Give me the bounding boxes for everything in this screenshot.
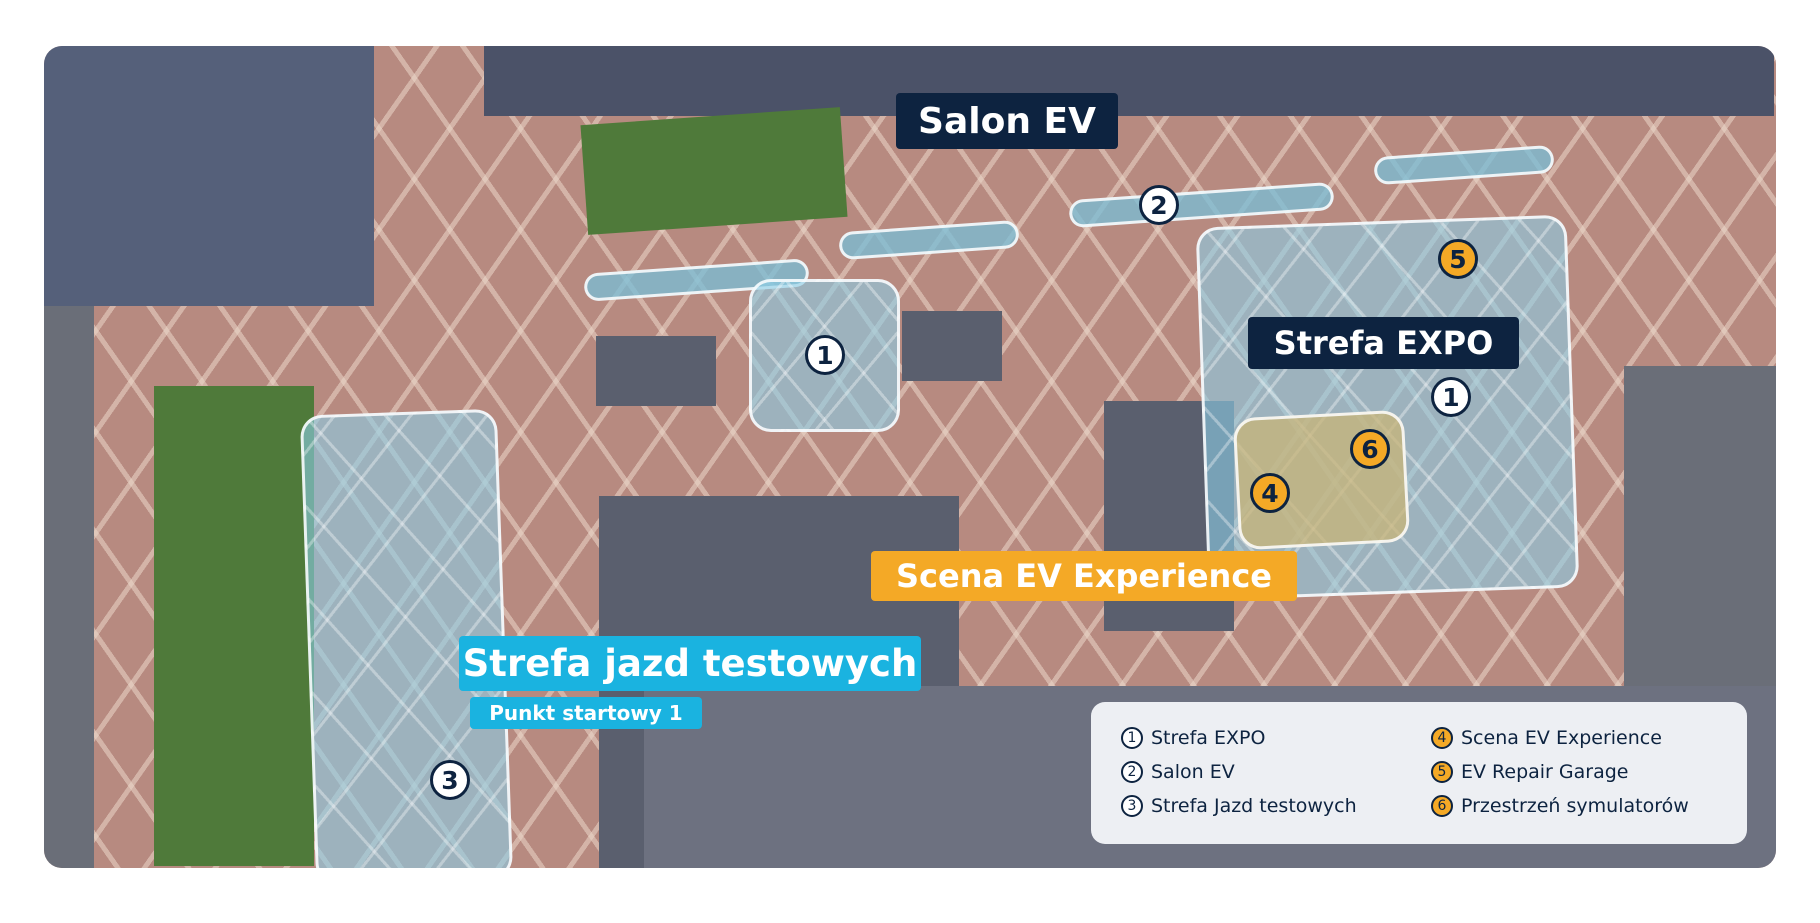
road	[44, 306, 94, 868]
building	[902, 311, 1002, 381]
salon-zone	[1373, 144, 1555, 186]
marker-1[interactable]: 1	[1431, 377, 1471, 417]
number-icon: 3	[1121, 795, 1143, 817]
legend-item: 2 Salon EV	[1121, 760, 1431, 784]
legend-item: 6 Przestrzeń symulatorów	[1431, 794, 1717, 818]
zone-expo-small[interactable]	[749, 279, 900, 432]
marker-4[interactable]: 4	[1250, 473, 1290, 513]
number-icon: 4	[1431, 727, 1453, 749]
building	[1624, 366, 1776, 706]
salon-zone	[838, 219, 1020, 261]
legend-item: 4 Scena EV Experience	[1431, 726, 1717, 750]
green-area	[154, 386, 314, 866]
label-salon-ev: Salon EV	[896, 93, 1118, 149]
garden	[580, 107, 848, 235]
legend-label: Scena EV Experience	[1461, 727, 1662, 749]
label-scena: Scena EV Experience	[871, 551, 1297, 601]
salon-zone	[1068, 181, 1335, 229]
building	[484, 46, 1774, 116]
legend-item: 1 Strefa EXPO	[1121, 726, 1431, 750]
legend-label: EV Repair Garage	[1461, 761, 1629, 783]
label-punkt-startowy: Punkt startowy 1	[470, 697, 702, 729]
number-icon: 6	[1431, 795, 1453, 817]
building	[44, 46, 374, 306]
number-icon: 5	[1431, 761, 1453, 783]
legend-item: 5 EV Repair Garage	[1431, 760, 1717, 784]
label-strefa-jazd: Strefa jazd testowych	[459, 636, 921, 691]
legend-label: Strefa EXPO	[1151, 727, 1266, 749]
marker-3[interactable]: 3	[430, 760, 470, 800]
building	[596, 336, 716, 406]
number-icon: 2	[1121, 761, 1143, 783]
marker-2[interactable]: 2	[1139, 185, 1179, 225]
legend-label: Strefa Jazd testowych	[1151, 795, 1357, 817]
legend: 1 Strefa EXPO 4 Scena EV Experience 2 Salon…	[1091, 702, 1747, 844]
marker-1[interactable]: 1	[805, 335, 845, 375]
legend-item: 3 Strefa Jazd testowych	[1121, 794, 1431, 818]
marker-6[interactable]: 6	[1350, 429, 1390, 469]
marker-5[interactable]: 5	[1438, 239, 1478, 279]
number-icon: 1	[1121, 727, 1143, 749]
label-strefa-expo: Strefa EXPO	[1248, 317, 1519, 369]
aerial-map: 1 2 3 4 5 6 1 Salon EV Strefa EXPO Scena…	[44, 46, 1776, 868]
legend-label: Salon EV	[1151, 761, 1235, 783]
legend-label: Przestrzeń symulatorów	[1461, 795, 1689, 817]
